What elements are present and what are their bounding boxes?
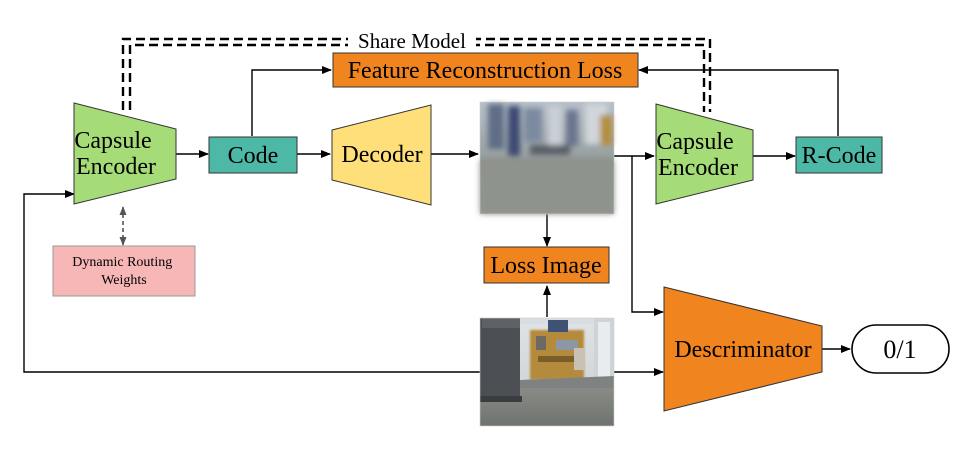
capsule-encoder-right-label: Capsule Encoder: [656, 129, 739, 181]
dynamic-routing-label: Dynamic Routing Weights: [72, 255, 175, 288]
capsule-encoder-left: Capsule Encoder: [73, 102, 177, 205]
capsule-encoder-left-label: Capsule Encoder: [74, 128, 157, 180]
discriminator-label: Descriminator: [674, 337, 811, 363]
dynamic-routing-text-line2: Weights: [101, 273, 147, 288]
code-label: Code: [228, 143, 279, 169]
dynamic-routing-text: Dynamic Routing: [72, 255, 172, 270]
loss-image-label: Loss Image: [490, 253, 601, 279]
code-block: Code: [208, 136, 298, 174]
rcode-label: R-Code: [802, 143, 877, 169]
discriminator-block: Descriminator: [663, 286, 823, 412]
capsule-encoder-right: Capsule Encoder: [655, 103, 754, 205]
output-node: 0/1: [851, 324, 950, 374]
real-image: [479, 317, 615, 427]
reconstructed-image: [479, 101, 615, 215]
share-model-label-bg: [348, 29, 476, 53]
rcode-block: R-Code: [795, 136, 883, 174]
output-label: 0/1: [883, 335, 916, 364]
loss-image-block: Loss Image: [483, 246, 610, 284]
feature-loss-label: Feature Reconstruction Loss: [348, 58, 623, 84]
dynamic-routing-weights: Dynamic Routing Weights: [52, 245, 196, 297]
capsule-encoder-right-text: Capsule: [656, 129, 733, 155]
share-model-label: Share Model: [358, 29, 466, 53]
connectors: [23, 66, 851, 376]
feature-reconstruction-loss: Feature Reconstruction Loss: [332, 52, 639, 88]
capsule-encoder-left-text: Capsule: [74, 128, 151, 154]
capsule-encoder-right-text-line2: Encoder: [658, 155, 738, 181]
decoder-label: Decoder: [341, 142, 422, 168]
capsule-encoder-left-text-line2: Encoder: [76, 154, 156, 180]
decoder-block: Decoder: [331, 104, 432, 206]
